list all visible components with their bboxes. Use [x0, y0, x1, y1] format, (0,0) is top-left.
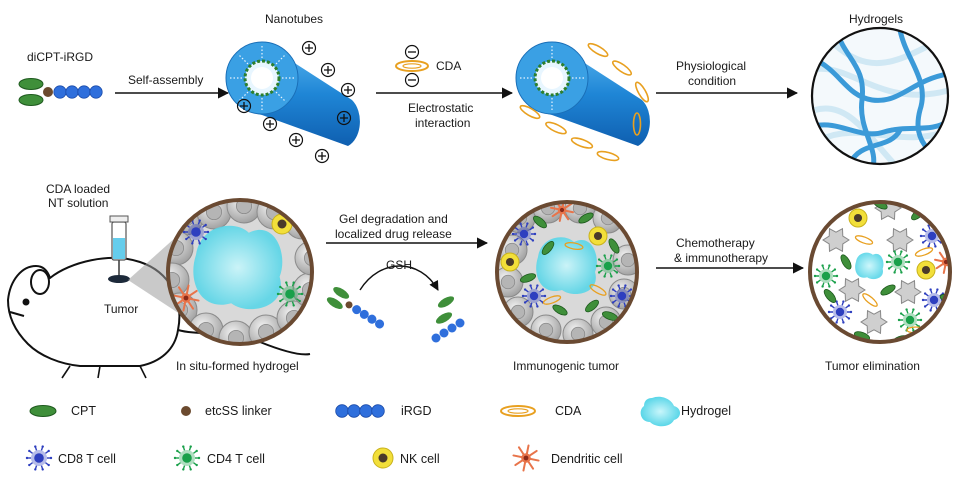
panel-immunogenic-tumor [495, 200, 639, 344]
legend-dendritic: Dendritic cell [551, 452, 623, 466]
nanotubes-label: Nanotubes [265, 12, 324, 26]
legend-irgd: iRGD [401, 404, 432, 418]
cpt-molecule [552, 304, 568, 316]
cd8-t-cell [182, 219, 210, 245]
cpt-ellipse-icon [29, 405, 57, 417]
cda-label: CDA [436, 59, 462, 73]
drug-release-label: localized drug release [335, 227, 452, 241]
cpt-molecule [533, 215, 547, 229]
cpt-molecule [880, 284, 896, 296]
gsh-cleavage [326, 265, 465, 343]
dead-tumor-cell [886, 227, 914, 253]
nk-cell [916, 260, 936, 280]
gsh-label: GSH [386, 258, 413, 272]
cd4-t-cell [276, 281, 304, 307]
dendritic-cell [550, 202, 574, 222]
cda-molecule [862, 293, 878, 307]
interaction-label: interaction [415, 116, 471, 130]
nanotube-cda-loaded [515, 41, 650, 162]
cd4-t-cell [885, 250, 911, 274]
cpt-molecule [519, 273, 537, 283]
dead-tumor-cell [822, 227, 850, 253]
tumor-cell [226, 200, 262, 224]
legend-cpt: CPT [71, 404, 96, 418]
cda-molecule [854, 235, 874, 245]
cd8-t-cell [521, 284, 547, 308]
cd8-t-cell [511, 222, 537, 246]
cpt-molecule [541, 241, 555, 255]
legend-icons [25, 396, 680, 472]
panel2-caption: Immunogenic tumor [513, 359, 620, 373]
dendritic-cell [512, 444, 540, 472]
panel-tumor-elimination [808, 200, 952, 344]
cd4-cell-icon [173, 445, 201, 471]
cda-molecule [564, 242, 584, 250]
condition-label: condition [688, 74, 737, 88]
irgd-beads-icon [335, 404, 385, 418]
cd8-t-cell [609, 284, 635, 308]
legend-nk: NK cell [400, 452, 440, 466]
gel-degradation-label: Gel degradation and [339, 212, 448, 226]
nk-cell [588, 226, 608, 246]
electrostatic-label: Electrostatic [408, 101, 474, 115]
dead-tumor-cell [860, 309, 888, 335]
positive-charges [236, 40, 356, 164]
nk-cell [372, 447, 394, 469]
tumor-cell [218, 320, 254, 344]
cpt-molecule [608, 238, 620, 254]
cda-molecule [542, 295, 562, 305]
dead-tumor-cell [838, 277, 866, 303]
legend-cd8: CD8 T cell [58, 452, 116, 466]
injection-label-1: CDA loaded [46, 182, 111, 196]
immunotherapy-label: & immunotherapy [674, 251, 769, 265]
legend-cd4: CD4 T cell [207, 452, 265, 466]
cpt-molecule [585, 299, 599, 313]
panel1-caption: In situ-formed hydrogel [176, 359, 299, 373]
hydrogels-label: Hydrogels [849, 12, 904, 26]
linker-dot-icon [181, 406, 191, 416]
tumor-cell [562, 318, 594, 342]
dicpt-irgd-molecule [18, 78, 103, 106]
nk-cell [500, 252, 520, 272]
cd4-t-cell [595, 254, 621, 278]
cda-ring-icon [500, 405, 536, 417]
legend-cda: CDA [555, 404, 582, 418]
hydrogel-blob [855, 252, 884, 280]
legend-linker: etcSS linker [205, 404, 272, 418]
dead-tumor-cell [894, 279, 922, 305]
tumor-label: Tumor [104, 302, 139, 316]
syringe-icon [108, 215, 130, 283]
self-assembly-label: Self-assembly [128, 73, 204, 87]
hydrogel-blob [536, 237, 597, 295]
nanotube-positive [225, 41, 360, 146]
cpt-molecule [578, 212, 594, 224]
hydrogel-blob-icon [640, 396, 680, 427]
cpt-molecule [840, 254, 852, 270]
cda-molecule [589, 284, 607, 296]
molecule-label: diCPT-iRGD [27, 50, 94, 64]
legend-hydrogel: Hydrogel [681, 404, 732, 418]
cda-molecule [914, 247, 934, 257]
cd4-t-cell [897, 308, 923, 332]
physiological-label: Physiological [676, 59, 747, 73]
panel3-caption: Tumor elimination [825, 359, 920, 373]
cd4-t-cell [813, 264, 839, 288]
hydrogel-network [810, 26, 950, 166]
chemotherapy-label: Chemotherapy [676, 236, 755, 250]
cda-negative-icon [395, 44, 429, 88]
hydrogel-blob [193, 225, 283, 310]
cd8-cell-icon [25, 445, 53, 471]
injection-label-2: NT solution [48, 196, 109, 210]
cpt-molecule [823, 289, 837, 303]
nk-cell [848, 208, 868, 228]
